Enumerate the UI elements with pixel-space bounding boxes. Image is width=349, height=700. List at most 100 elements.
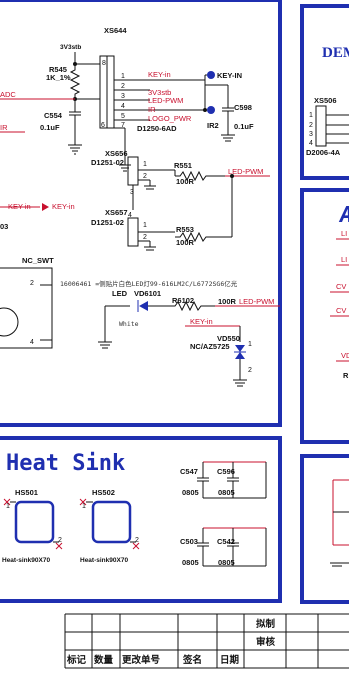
xs657-pin-2: 2 <box>143 234 147 241</box>
xs656-part: D1251-02 <box>91 158 124 167</box>
net-ledpwm2-label: LED-PWM <box>239 297 274 306</box>
c596-ref: C596 <box>217 467 235 476</box>
net-keyin2-label: KEY-in <box>190 317 213 326</box>
title-block-col-change: 更改单号 <box>122 654 161 666</box>
hs502-pin-2: 2 <box>135 537 139 544</box>
c503-pkg: 0805 <box>182 558 199 567</box>
main-block-frame <box>0 0 282 427</box>
net-keyin-left-label: KEY-in <box>8 202 31 211</box>
c598-value: 0.1uF <box>234 122 254 131</box>
xs657-ref: XS657 <box>105 208 128 217</box>
vd550-part: NC/AZ5725 <box>190 342 230 351</box>
nc-swt-label: NC_SWT <box>22 256 54 265</box>
dem-label: DEM <box>322 45 349 61</box>
title-block-col-date: 日期 <box>220 654 239 666</box>
title-block: 拟制 审核 标记 数量 更改单号 签名 日期 <box>64 613 349 669</box>
xs506-ref: XS506 <box>314 96 337 105</box>
led-color: White <box>119 320 139 328</box>
r553-ref: R553 <box>176 225 194 234</box>
heatsink-title: Heat Sink <box>6 451 125 476</box>
right-frag-r: R <box>343 371 349 380</box>
vd550-ref: VD550 <box>217 334 240 343</box>
xs656-pin-1: 1 <box>143 161 147 168</box>
led-label: LED <box>112 289 128 298</box>
xs656-pin-2: 2 <box>143 173 147 180</box>
xs644-net-keyin: KEY-in <box>148 70 171 79</box>
right-bottom-frame <box>300 454 349 604</box>
title-block-col-mark: 标记 <box>66 654 87 666</box>
c554-value: 0.1uF <box>40 123 60 132</box>
c547-ref: C547 <box>180 467 198 476</box>
right-frag-cv-1: CV <box>336 282 346 291</box>
ref-03: 03 <box>0 222 8 231</box>
vd550-pin-1: 1 <box>248 341 252 348</box>
xs644-net-3v3stb: 3V3stb <box>148 88 171 97</box>
net-3v3stb-label: 3V3stb <box>60 44 81 51</box>
r551-value: 100R <box>176 177 195 186</box>
ir2-ref: IR2 <box>207 121 219 130</box>
net-ledpwm-label: LED-PWM <box>228 167 263 176</box>
xs506-pin-4: 4 <box>309 140 313 147</box>
xs644-net-logopwr: LOGO_PWR <box>148 114 192 123</box>
r545-value: 1K_1% <box>46 73 71 82</box>
led-vd6101: 16006461 =侧贴片白色LED灯99-616LM2C/L6772SG6亿光… <box>60 279 280 349</box>
nc-swt-pin-2: 2 <box>30 280 34 287</box>
hs501-part: Heat-sink90X70 <box>2 557 50 564</box>
hs501-pin-2: 2 <box>58 537 62 544</box>
title-block-draw: 拟制 <box>256 618 276 630</box>
xs657-pin-4: 4 <box>128 212 132 219</box>
xs657-part: D1251-02 <box>91 218 124 227</box>
xs506-part: D2006-4A <box>306 148 341 157</box>
hs502-ref: HS502 <box>92 488 115 497</box>
xs644-pin-5: 5 <box>121 113 125 120</box>
net-ir-left-label: IR <box>0 123 8 132</box>
r6102-ref: R6102 <box>172 296 194 305</box>
xs656-ref: XS656 <box>105 149 128 158</box>
r551-ref: R551 <box>174 161 192 170</box>
nc-swt-pin-4: 4 <box>30 339 34 346</box>
c503-ref: C503 <box>180 537 198 546</box>
xs506-pin-3: 3 <box>309 131 313 138</box>
c542-ref: C542 <box>217 537 235 546</box>
pullup-network: 3V3stb R545 1K_1% ADC IR C554 0.1uF KEY-… <box>0 44 100 231</box>
right-mid-block: A LI LI CV CV VD R <box>330 203 349 380</box>
r545-ref: R545 <box>49 65 67 74</box>
right-frag-vd: VD <box>341 351 349 360</box>
xs644-pin-4: 4 <box>121 103 125 110</box>
c547-pkg: 0805 <box>182 488 199 497</box>
c554-ref: C554 <box>44 111 63 120</box>
title-block-col-sign: 签名 <box>182 654 202 666</box>
xs657-pin-1: 1 <box>143 222 147 229</box>
right-frag-cv-2: CV <box>336 306 346 315</box>
xs644-pin-3: 3 <box>121 93 125 100</box>
vd6101-ref: VD6101 <box>134 289 161 298</box>
c596-pkg: 0805 <box>218 488 235 497</box>
vd550-pin-2: 2 <box>248 367 252 374</box>
right-letter-a: A <box>338 203 349 228</box>
c542-pkg: 0805 <box>218 558 235 567</box>
hs502-pin-1: 1 <box>82 503 86 510</box>
xs644-pin-7: 7 <box>121 122 125 129</box>
right-mid-frame <box>300 188 349 444</box>
led-note: 16006461 =侧贴片白色LED灯99-616LM2C/L6772SG6亿光 <box>60 279 238 288</box>
xs644-ref: XS644 <box>104 26 127 35</box>
hs502-part: Heat-sink90X70 <box>80 557 128 564</box>
xs506-pin-1: 1 <box>309 112 313 119</box>
tp-keyin-label: KEY-IN <box>217 71 242 80</box>
heatsink-block-frame <box>0 436 282 603</box>
xs506-pin-2: 2 <box>309 122 313 129</box>
xs644-pin-1: 1 <box>121 73 125 80</box>
xs644-pin-2: 2 <box>121 83 125 90</box>
vd550-tvs: KEY-in VD550 NC/AZ5725 1 2 <box>185 317 252 387</box>
net-keyin-right-label: KEY-in <box>52 202 75 211</box>
r6102-value: 100R <box>218 297 237 306</box>
r553-value: 100R <box>176 238 195 247</box>
xs644-net-ledpwm: LED-PWM <box>148 96 183 105</box>
xs644-part: D1250-6AD <box>137 124 177 133</box>
right-frag-li-2: LI <box>341 255 347 264</box>
title-block-col-qty: 数量 <box>93 654 114 666</box>
xs656-pin-3: 3 <box>130 189 134 196</box>
xs644-net-ir: IR <box>148 105 156 114</box>
net-adc-label: ADC <box>0 90 16 99</box>
